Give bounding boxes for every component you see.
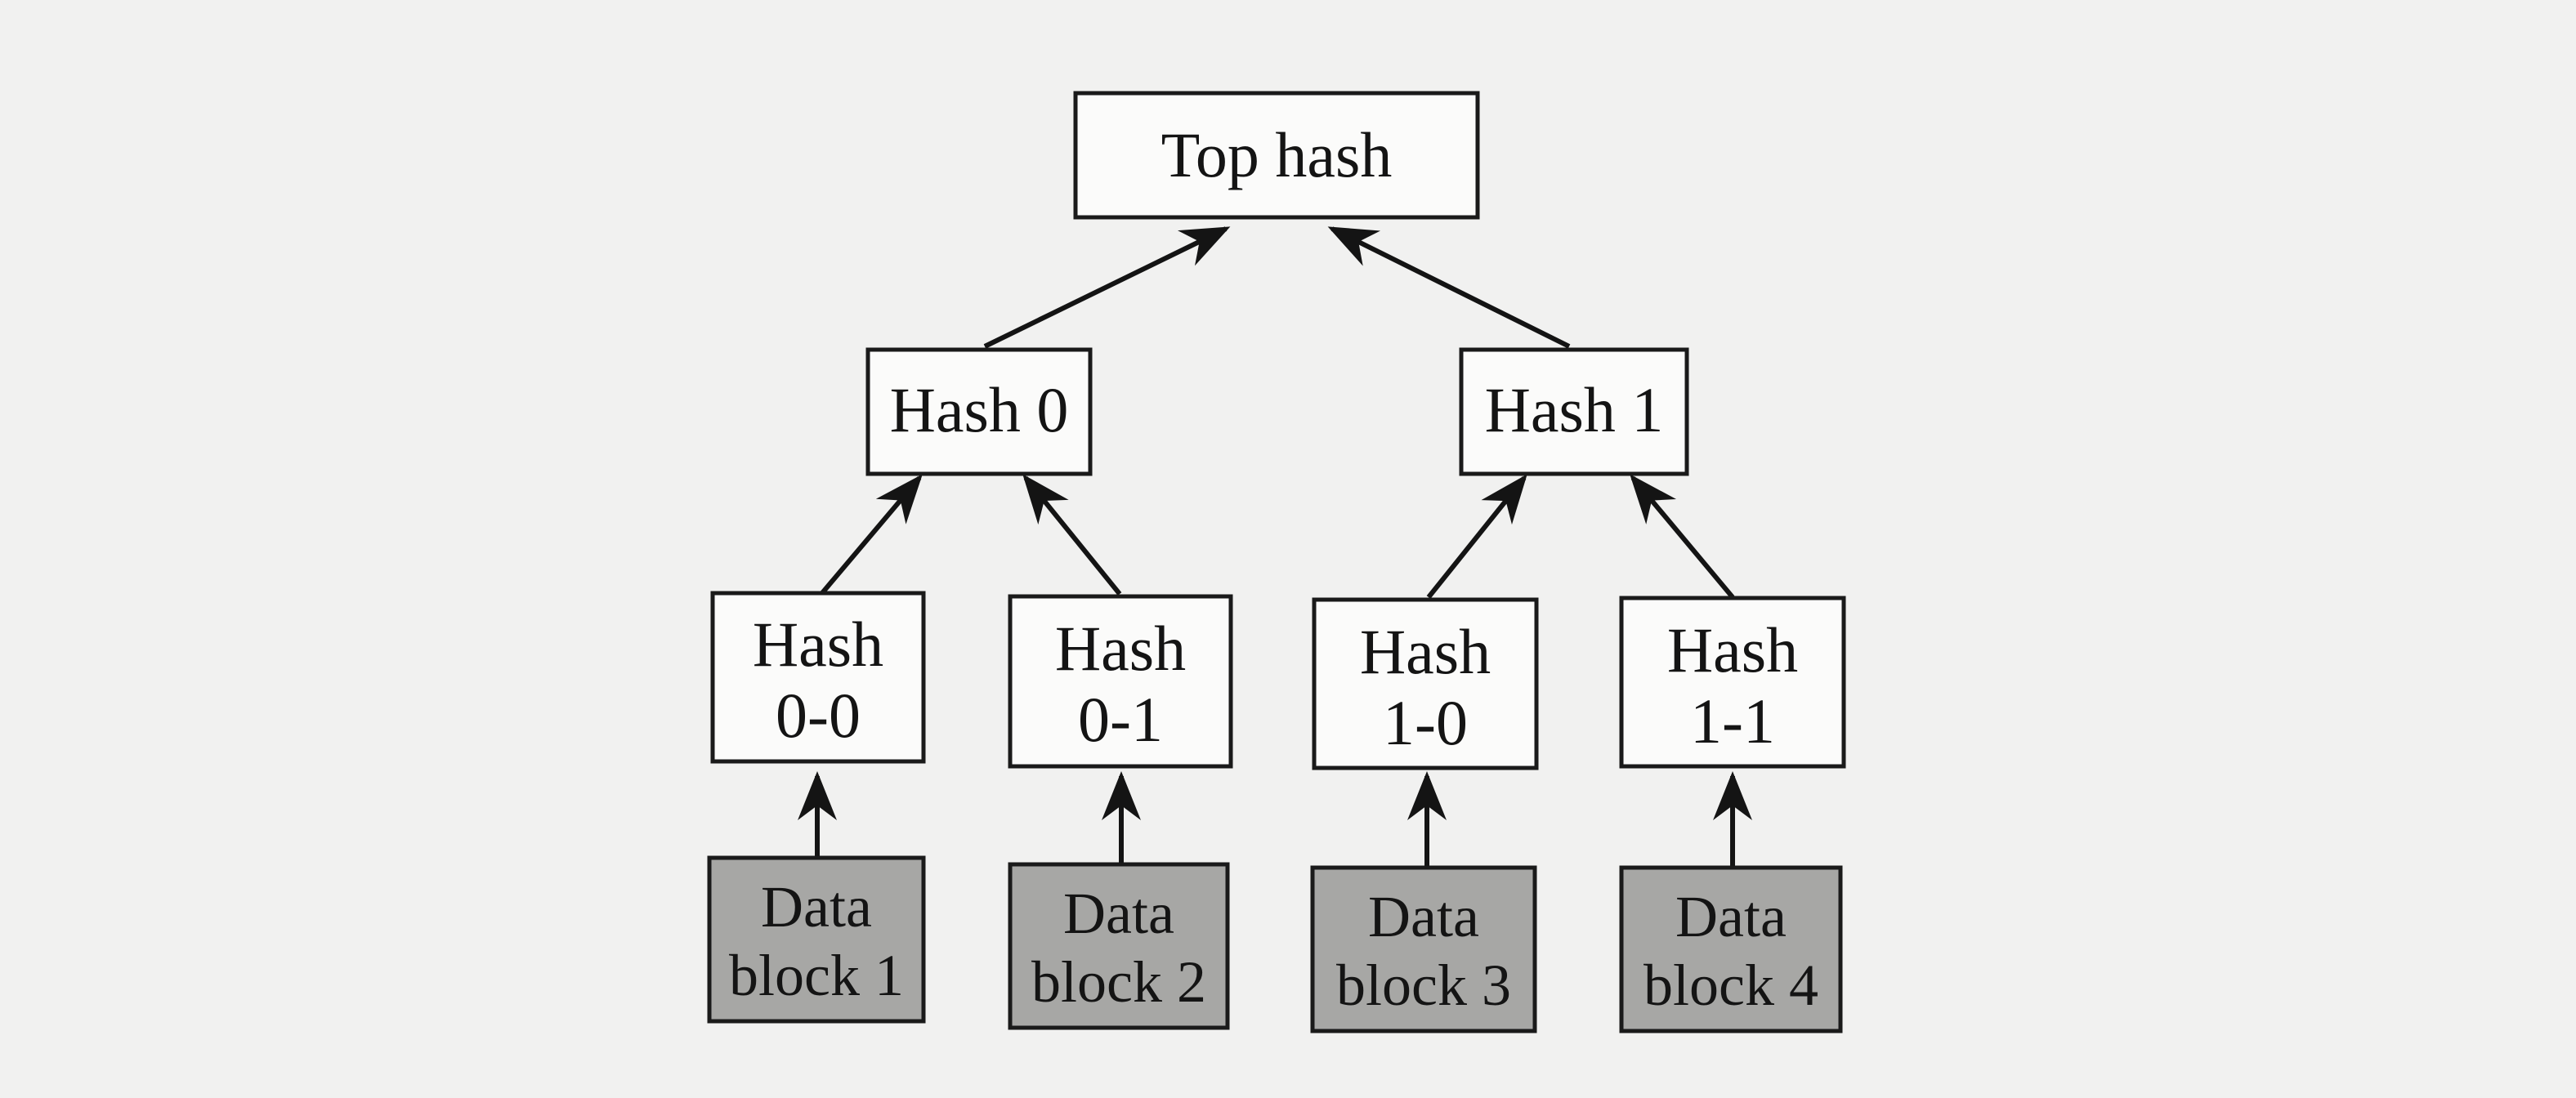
data-block-4-line1: Data <box>1675 884 1787 949</box>
edge-hash11-to-hash1 <box>1630 474 1735 599</box>
edge-hash10-to-hash1 <box>1426 474 1527 599</box>
edge-hash0-to-top <box>983 226 1231 349</box>
data-block-1-line2: block 1 <box>729 943 904 1008</box>
node-hash-1-1-line1: Hash <box>1667 614 1798 685</box>
data-block-3-line2: block 3 <box>1336 953 1511 1018</box>
node-hash-1: Hash 1 <box>1459 347 1689 476</box>
node-hash-1-label: Hash 1 <box>1485 374 1664 445</box>
edges <box>798 226 1752 866</box>
data-block-4: Data block 4 <box>1619 865 1843 1033</box>
node-hash-0-0-line2: 0-0 <box>776 680 861 751</box>
node-hash-1-0-line1: Hash <box>1360 616 1491 687</box>
edge-hash00-to-hash0 <box>819 474 923 596</box>
data-block-2-line2: block 2 <box>1031 949 1206 1015</box>
node-hash-0-1-line2: 0-1 <box>1078 684 1163 755</box>
data-block-1: Data block 1 <box>707 855 926 1024</box>
node-hash-1-1-line2: 1-1 <box>1690 685 1775 757</box>
node-hash-0: Hash 0 <box>865 347 1093 476</box>
node-hash-1-0-line2: 1-0 <box>1383 687 1468 758</box>
node-hash-0-0: Hash 0-0 <box>710 591 926 764</box>
node-hash-0-0-line1: Hash <box>753 609 883 680</box>
data-block-1-line1: Data <box>761 874 872 940</box>
node-top-hash: Top hash <box>1073 91 1480 220</box>
node-hash-1-1: Hash 1-1 <box>1619 596 1846 769</box>
edge-hash01-to-hash0 <box>1022 474 1122 596</box>
node-hash-0-label: Hash 0 <box>890 374 1069 445</box>
data-block-3-line1: Data <box>1368 884 1479 949</box>
data-block-4-line2: block 4 <box>1644 953 1818 1018</box>
node-hash-0-1: Hash 0-1 <box>1008 594 1233 769</box>
data-block-2: Data block 2 <box>1008 862 1230 1030</box>
node-hash-1-0: Hash 1-0 <box>1312 597 1539 770</box>
edge-hash1-to-top <box>1327 226 1571 349</box>
node-hash-0-1-line1: Hash <box>1055 613 1186 684</box>
data-block-3: Data block 3 <box>1310 865 1537 1033</box>
data-block-2-line1: Data <box>1063 881 1174 946</box>
node-top-hash-label: Top hash <box>1161 119 1393 190</box>
